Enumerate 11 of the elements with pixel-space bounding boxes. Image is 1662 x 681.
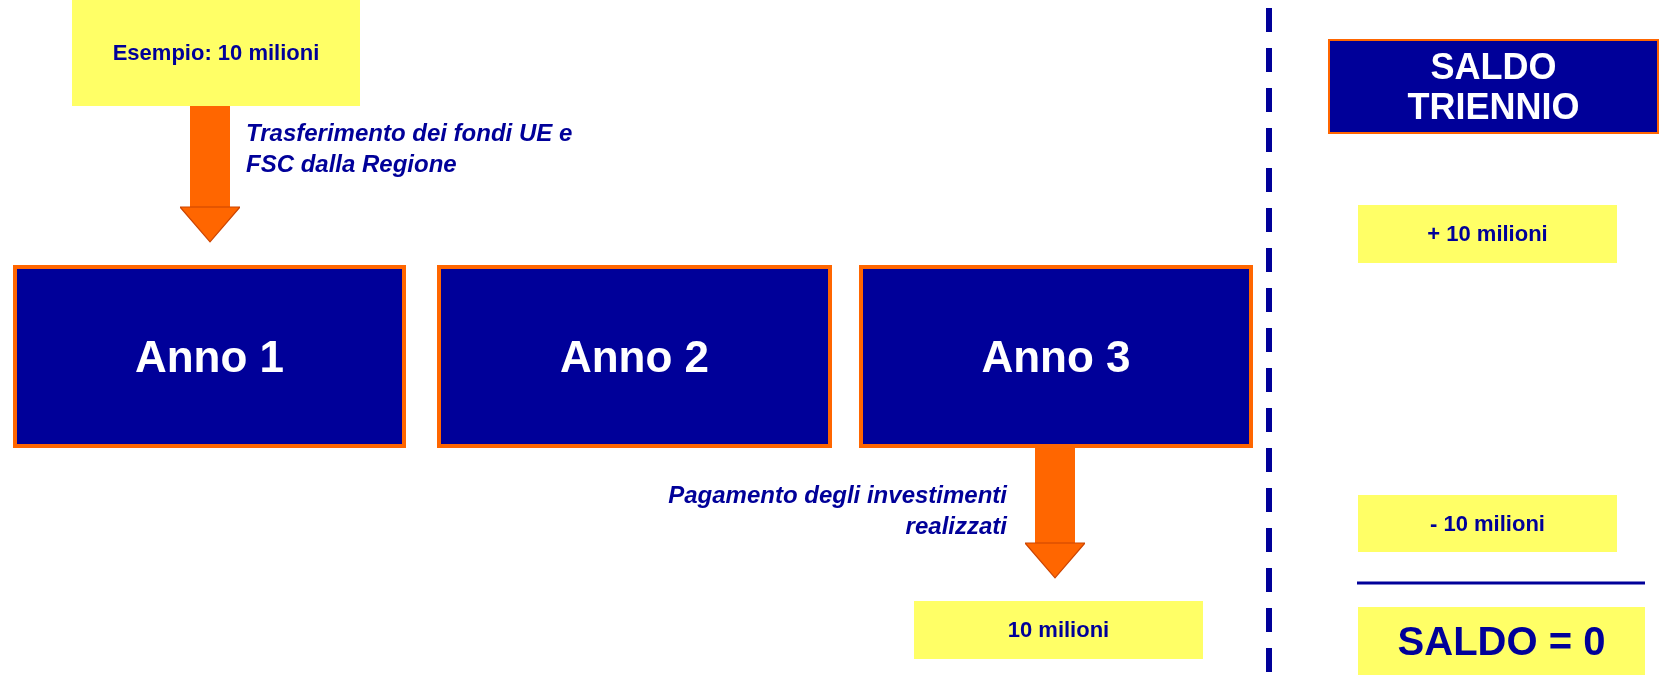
year-box: Anno 1 — [13, 265, 406, 448]
amount-box: 10 milioni — [914, 601, 1203, 659]
year-box: Anno 2 — [437, 265, 832, 448]
result-box: SALDO = 0 — [1358, 607, 1645, 675]
year-box: Anno 3 — [859, 265, 1253, 448]
amount-box: + 10 milioni — [1358, 205, 1617, 263]
example-box: Esempio: 10 milioni — [72, 0, 360, 106]
header-box: SALDO TRIENNIO — [1328, 39, 1659, 134]
block-arrow — [179, 106, 241, 243]
amount-box: - 10 milioni — [1358, 495, 1617, 552]
block-arrow — [1024, 448, 1086, 579]
